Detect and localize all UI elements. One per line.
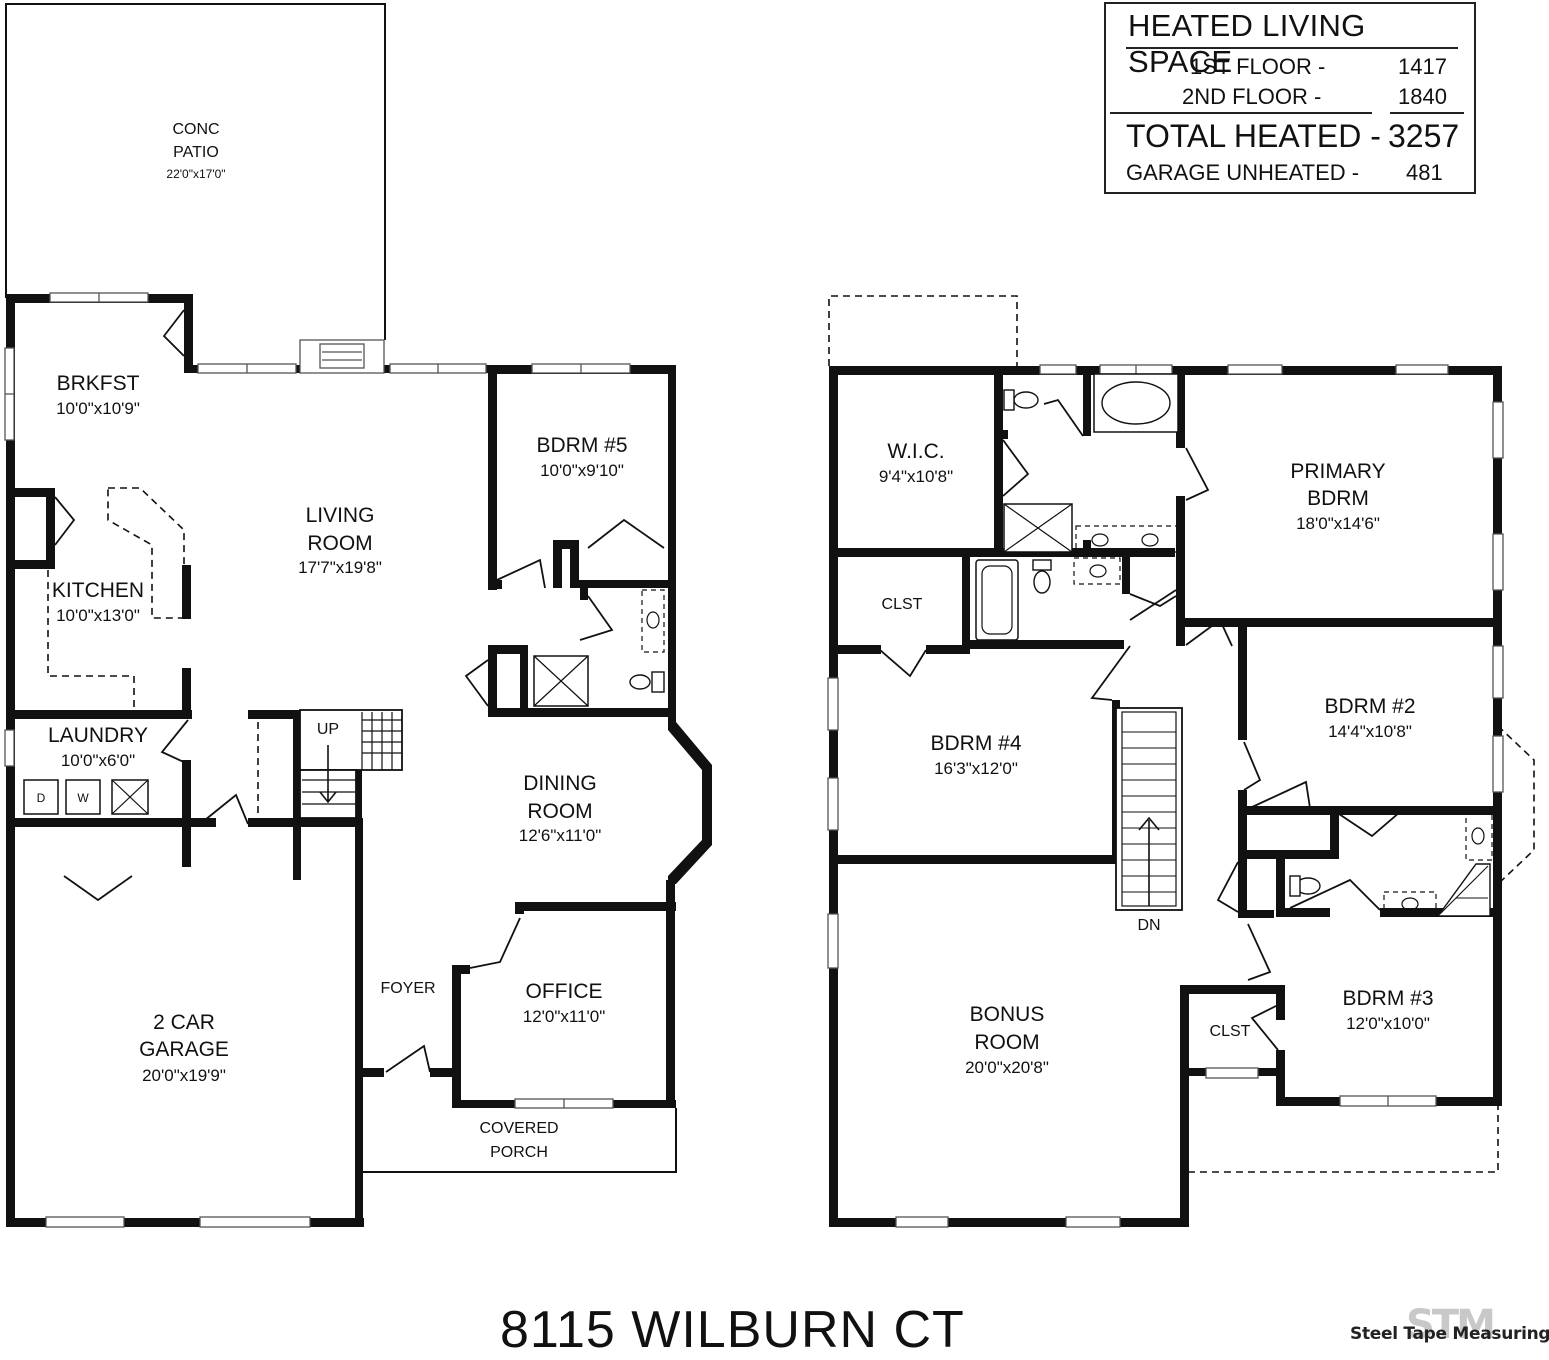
bdrm3-dims: 12'0"x10'0" <box>1346 1014 1430 1033</box>
dining-room-dims: 12'6"x11'0" <box>519 826 602 845</box>
primary-bdrm-label-1: PRIMARY <box>1290 460 1385 483</box>
square-footage-summary: HEATED LIVING SPACE 1ST FLOOR - 1417 2ND… <box>1104 2 1476 194</box>
wic-label: W.I.C. <box>887 440 944 463</box>
porch-label-1: COVERED <box>479 1120 558 1137</box>
patio-label-2: PATIO <box>173 144 219 161</box>
clst2-label: CLST <box>1210 1023 1251 1040</box>
porch-outline <box>361 1077 677 1173</box>
porch-label-2: PORCH <box>490 1144 548 1161</box>
total-heated-label: TOTAL HEATED - <box>1126 118 1381 154</box>
bdrm3-label: BDRM #3 <box>1342 987 1433 1010</box>
garage-label-2: GARAGE <box>139 1038 229 1061</box>
brkfst-label: BRKFST <box>57 372 140 395</box>
summary-title-rule <box>1126 47 1458 49</box>
living-room-dims: 17'7"x19'8" <box>298 558 382 577</box>
garage-label-1: 2 CAR <box>153 1011 215 1034</box>
bdrm5-dims: 10'0"x9'10" <box>540 461 624 480</box>
second-floor-value: 1840 <box>1398 84 1447 109</box>
bdrm4-label: BDRM #4 <box>930 732 1021 755</box>
first-floor-value: 1417 <box>1398 54 1447 79</box>
summary-title: HEATED LIVING SPACE <box>1128 8 1366 79</box>
foyer-label: FOYER <box>380 980 435 997</box>
washer-label: W <box>77 791 89 805</box>
second-floor-plan: W.I.C. 9'4"x10'8" PRIMARY BDRM 18'0"x14'… <box>827 295 1535 1228</box>
dining-room-label-1: DINING <box>523 772 597 795</box>
dryer-label: D <box>37 791 46 805</box>
dining-room-label-2: ROOM <box>527 800 592 823</box>
brkfst-dims: 10'0"x10'9" <box>56 399 140 418</box>
bonus-room-label-1: BONUS <box>970 1003 1045 1026</box>
company-monogram: STM <box>1406 1302 1496 1348</box>
company-logo: STM Steel Tape Measuring <box>1350 1302 1549 1350</box>
kitchen-dims: 10'0"x13'0" <box>56 606 140 625</box>
bonus-room-dims: 20'0"x20'8" <box>965 1058 1049 1077</box>
wic-dims: 9'4"x10'8" <box>879 467 953 486</box>
kitchen-label: KITCHEN <box>52 579 144 602</box>
patio-label-1: CONC <box>172 121 219 138</box>
property-address: 8115 WILBURN CT <box>500 1301 965 1359</box>
laundry-dims: 10'0"x6'0" <box>61 751 135 770</box>
office-dims: 12'0"x11'0" <box>523 1007 606 1026</box>
first-floor-plan: CONC PATIO 22'0"x17'0" BRKFST 10'0"x10'9… <box>4 3 712 1228</box>
first-floor-label: 1ST FLOOR - <box>1190 54 1326 79</box>
second-floor-label: 2ND FLOOR - <box>1182 84 1322 109</box>
office-label: OFFICE <box>526 980 603 1003</box>
patio-outline <box>5 3 386 340</box>
garage-unheated-label: GARAGE UNHEATED - <box>1126 160 1360 185</box>
summary-divider <box>1110 112 1372 114</box>
stairs-up-label: UP <box>317 721 339 738</box>
garage-unheated-value: 481 <box>1406 160 1443 185</box>
living-room-label-2: ROOM <box>307 532 372 555</box>
bdrm4-dims: 16'3"x12'0" <box>934 759 1018 778</box>
clst1-label: CLST <box>882 596 923 613</box>
garage-dims: 20'0"x19'9" <box>142 1066 226 1085</box>
primary-bdrm-label-2: BDRM <box>1307 487 1369 510</box>
bdrm2-dims: 14'4"x10'8" <box>1328 722 1412 741</box>
patio-dims: 22'0"x17'0" <box>166 167 225 181</box>
total-heated-value: 3257 <box>1388 118 1460 154</box>
summary-divider-values <box>1390 112 1464 114</box>
living-room-label-1: LIVING <box>306 504 375 527</box>
stairs-down-label: DN <box>1137 917 1160 934</box>
company-name: Steel Tape Measuring <box>1350 1324 1549 1344</box>
bonus-room-label-2: ROOM <box>974 1031 1039 1054</box>
laundry-label: LAUNDRY <box>48 724 148 747</box>
bdrm2-label: BDRM #2 <box>1324 695 1415 718</box>
primary-bdrm-dims: 18'0"x14'6" <box>1296 514 1380 533</box>
bdrm5-label: BDRM #5 <box>536 434 627 457</box>
